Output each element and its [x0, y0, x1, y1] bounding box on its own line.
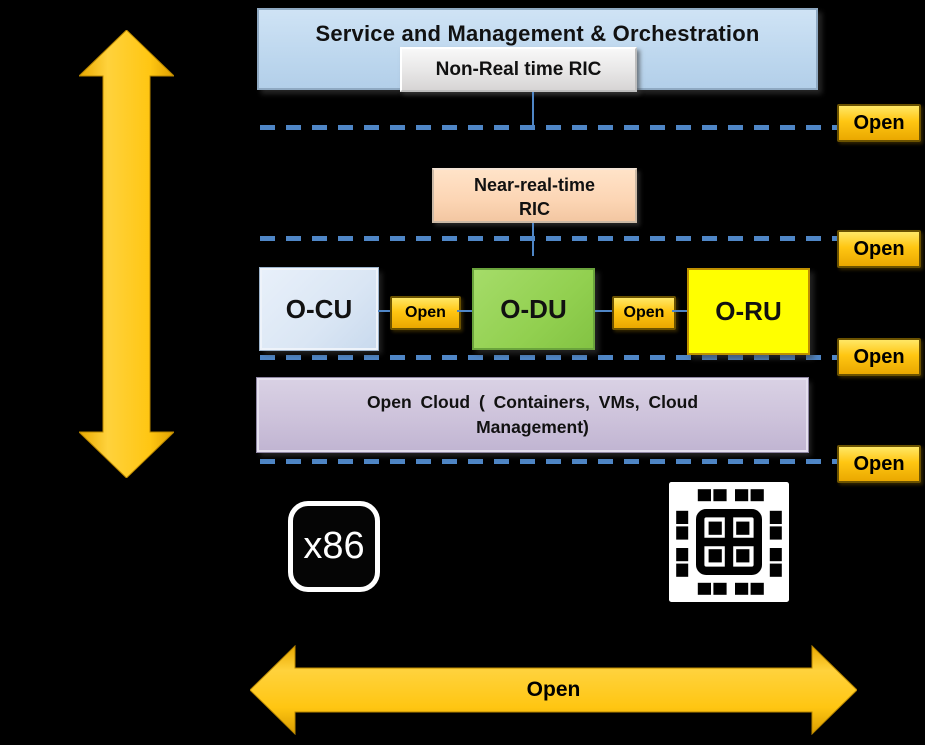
chip-icon [669, 482, 789, 602]
open-interface-label: Open [853, 345, 905, 368]
o-du-box: O-DU [472, 268, 595, 350]
connector-line-smo [532, 92, 534, 127]
non-rt-ric-box: Non-Real time RIC [400, 47, 637, 92]
open-link-label: Open [405, 304, 446, 321]
open-cloud-box: Open Cloud ( Containers, VMs, Cloud Mana… [256, 377, 809, 453]
x86-label: x86 [303, 525, 365, 567]
interface-dashed-line-4 [260, 459, 837, 464]
open-link-cu-du: Open [390, 296, 461, 330]
smo-title: Service and Management & Orchestration [315, 21, 760, 46]
open-interface-tag-1: Open [837, 104, 921, 142]
bottom-open-arrow: Open [249, 644, 858, 736]
open-interface-tag-2: Open [837, 230, 921, 268]
near-rt-ric-line1: Near-real-time [473, 175, 596, 195]
o-ru-box: O-RU [687, 268, 810, 355]
connector-line-open-du [457, 310, 472, 312]
connector-line-open-ru [672, 310, 687, 312]
x86-icon: x86 [288, 501, 380, 592]
open-interface-label: Open [853, 111, 905, 134]
open-cloud-line2: Management) [476, 417, 589, 437]
open-interface-tag-3: Open [837, 338, 921, 376]
o-ru-label: O-RU [715, 296, 782, 326]
vertical-double-arrow-icon [79, 30, 174, 478]
o-cu-box: O-CU [259, 267, 379, 351]
connector-line-near-rt [532, 223, 534, 256]
near-rt-ric-line2: RIC [519, 199, 550, 219]
open-interface-label: Open [853, 237, 905, 260]
open-interface-tag-4: Open [837, 445, 921, 483]
interface-dashed-line-1 [260, 125, 837, 130]
o-cu-label: O-CU [285, 293, 353, 324]
non-rt-ric-label: Non-Real time RIC [435, 59, 602, 80]
open-interface-label: Open [853, 452, 905, 475]
open-cloud-line1: Open Cloud ( Containers, VMs, Cloud [366, 392, 699, 412]
o-du-label: O-DU [500, 293, 567, 324]
near-rt-ric-box: Near-real-time RIC [432, 168, 637, 223]
connector-line-du-open [595, 310, 612, 312]
interface-dashed-line-2 [260, 236, 837, 241]
interface-dashed-line-3 [260, 355, 837, 360]
open-link-label: Open [623, 304, 665, 321]
connector-line-cu-open [378, 310, 390, 312]
open-link-du-ru: Open [612, 296, 676, 330]
bottom-arrow-label: Open [526, 678, 581, 701]
